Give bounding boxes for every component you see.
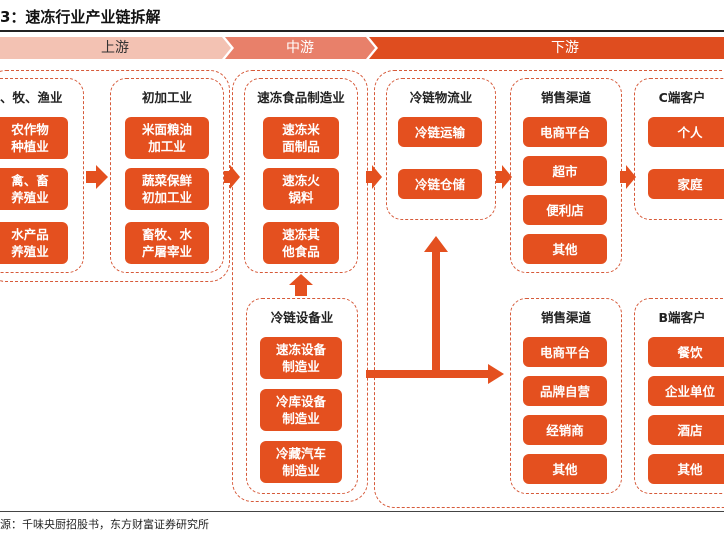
c-customer-item-individual: 个人 (648, 117, 724, 147)
equipment-item-coldstore: 冷库设备 制造业 (260, 389, 342, 431)
processing-group (110, 78, 224, 273)
title-rule (0, 30, 724, 32)
raw-item-crops: 农作物 种植业 (0, 117, 68, 159)
sales-b-item-brand-direct: 品牌自营 (523, 376, 607, 406)
figure-title: 3：速冻行业产业链拆解 (0, 8, 161, 26)
equipment-item-freezer: 速冻设备 制造业 (260, 337, 342, 379)
sales-b-item-ecommerce: 电商平台 (523, 337, 607, 367)
processing-item-slaughter: 畜牧、水 产屠宰业 (125, 222, 209, 264)
b-customer-item-hotel: 酒店 (648, 415, 724, 445)
logistics-item-storage: 冷链仓储 (398, 169, 482, 199)
arrow-sales-to-c-customers (620, 165, 636, 189)
food-manufacturing-group (244, 78, 358, 273)
stage-label-downstream: 下游 (551, 40, 579, 56)
footer-rule (0, 511, 724, 512)
stage-label-midstream: 中游 (286, 40, 314, 56)
sales-channel-b-group (510, 298, 622, 494)
upstream-band (0, 37, 231, 59)
sales-b-item-other: 其他 (523, 454, 607, 484)
logistics-group-title: 冷链物流业 (409, 90, 473, 105)
food-item-other: 速冻其 他食品 (263, 222, 339, 264)
downstream-band (369, 37, 724, 59)
stage-label-upstream: 上游 (101, 40, 129, 56)
logistics-item-transport: 冷链运输 (398, 117, 482, 147)
b-customers-group (634, 298, 724, 494)
arrow-food-to-logistics (366, 165, 382, 189)
sales-c-item-supermarket: 超市 (523, 156, 607, 186)
processing-item-vegetable: 蔬菜保鲜 初加工业 (125, 168, 209, 210)
raw-item-aquaculture: 水产品 养殖业 (0, 222, 68, 264)
b-customer-item-catering: 餐饮 (648, 337, 724, 367)
raw-group-title: 、牧、渔业 (0, 90, 63, 105)
raw-agriculture-group (0, 78, 84, 273)
sales-c-item-ecommerce: 电商平台 (523, 117, 607, 147)
arrow-equipment-to-food (289, 274, 313, 296)
food-group-title: 速冻食品制造业 (257, 90, 345, 105)
midstream-outline (232, 70, 368, 502)
arrow-processing-to-food (224, 165, 240, 189)
cold-chain-equipment-group (246, 298, 358, 494)
processing-group-title: 初加工业 (141, 90, 192, 105)
c-customers-title: C端客户 (658, 90, 706, 105)
b-customers-title: B端客户 (658, 310, 706, 325)
arrow-logistics-to-sales (496, 165, 512, 189)
c-customer-item-family: 家庭 (648, 169, 724, 199)
sales-c-item-other: 其他 (523, 234, 607, 264)
arrow-equipment-to-downstream (366, 236, 504, 384)
c-customers-group (634, 78, 724, 220)
food-item-hotpot: 速冻火 锅料 (263, 168, 339, 210)
b-customer-item-enterprise: 企业单位 (648, 376, 724, 406)
equipment-item-reefer-truck: 冷藏汽车 制造业 (260, 441, 342, 483)
raw-item-livestock: 禽、畜 养殖业 (0, 168, 68, 210)
midstream-band (225, 37, 375, 59)
sales-b-item-distributor: 经销商 (523, 415, 607, 445)
source-note: 源：千味央厨招股书，东方财富证券研究所 (0, 518, 209, 531)
arrow-raw-to-processing (86, 165, 108, 189)
sales-c-item-convenience: 便利店 (523, 195, 607, 225)
sales-b-group-title: 销售渠道 (540, 310, 591, 325)
sales-c-group-title: 销售渠道 (540, 90, 591, 105)
stage-band (0, 37, 724, 59)
cold-chain-logistics-group (386, 78, 496, 220)
b-customer-item-other: 其他 (648, 454, 724, 484)
equipment-group-title: 冷链设备业 (270, 310, 334, 325)
downstream-outline (374, 70, 724, 508)
processing-item-grain-oil: 米面粮油 加工业 (125, 117, 209, 159)
food-item-rice-flour: 速冻米 面制品 (263, 117, 339, 159)
